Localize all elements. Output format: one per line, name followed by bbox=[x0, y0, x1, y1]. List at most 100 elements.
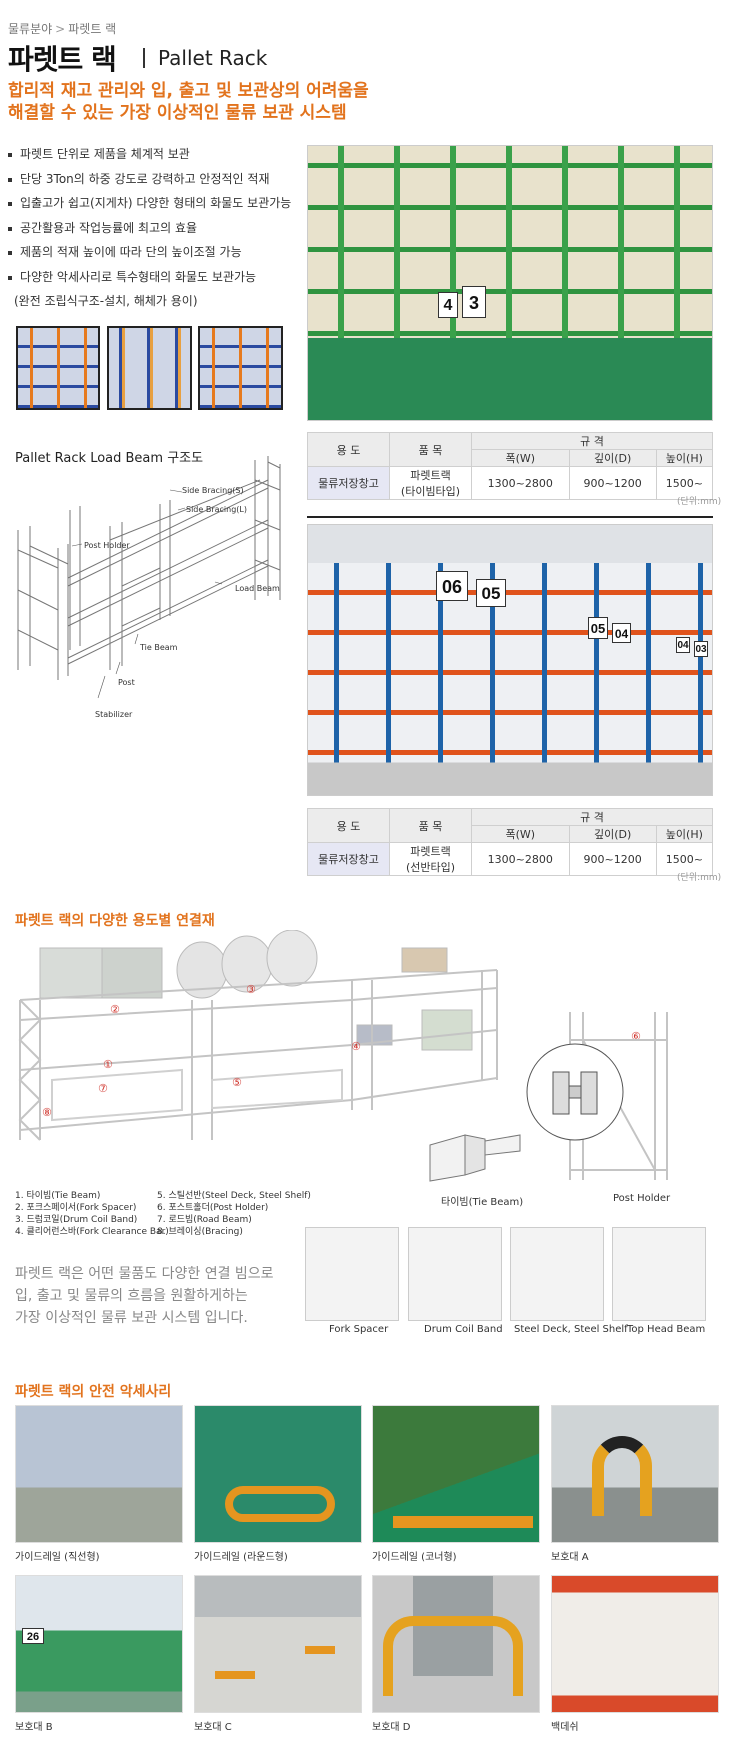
title-divider bbox=[143, 48, 145, 68]
guide-rail-straight-photo bbox=[15, 1405, 183, 1543]
accessory-caption: Fork Spacer bbox=[329, 1324, 389, 1335]
rack-sign: 4 bbox=[438, 292, 458, 318]
connector-legend-left: 1. 타이빔(Tie Beam) 2. 포크스페이서(Fork Spacer) … bbox=[15, 1190, 169, 1238]
rack-sign: 05 bbox=[476, 579, 506, 607]
cell-use: 물류저장창고 bbox=[307, 466, 390, 500]
legend-item: 6. 포스트홀더(Post Holder) bbox=[157, 1203, 269, 1213]
guide-rail-round-photo bbox=[194, 1405, 362, 1543]
feature-item: 공간활용과 작업능률에 최고의 효율 bbox=[8, 216, 303, 241]
accessory-drum-coil-band-image bbox=[408, 1227, 502, 1321]
col-height: 높이(H) bbox=[655, 825, 714, 843]
tie-beam-caption: 타이빔(Tie Beam) bbox=[441, 1197, 524, 1208]
col-spec: 규 격 bbox=[471, 808, 713, 826]
feature-note: (완전 조립식구조-설치, 해체가 용이) bbox=[14, 294, 198, 308]
connector-number: ⑥ bbox=[631, 1030, 641, 1043]
guard-c-photo bbox=[194, 1575, 362, 1713]
structure-diagram-title: Pallet Rack Load Beam 구조도 bbox=[15, 451, 204, 466]
unit-label: (단위:mm) bbox=[677, 497, 722, 507]
rack-sign: 06 bbox=[436, 571, 468, 601]
cell-item: 파렛트랙 (타이빔타입) bbox=[389, 466, 472, 500]
guard-a-photo bbox=[551, 1405, 719, 1543]
safety-caption: 백데쉬 bbox=[551, 1722, 579, 1733]
connector-number: ③ bbox=[246, 983, 256, 996]
col-width: 폭(W) bbox=[471, 449, 570, 467]
breadcrumb-separator: > bbox=[55, 22, 66, 36]
breadcrumb-item-pallet-rack[interactable]: 파렛트 랙 bbox=[68, 22, 117, 36]
connector-number: ① bbox=[103, 1058, 113, 1071]
label-load-beam: Load Beam bbox=[235, 584, 280, 593]
connector-number: ⑦ bbox=[98, 1082, 108, 1095]
post-holder-caption: Post Holder bbox=[613, 1193, 671, 1204]
warehouse-thumbnail-3 bbox=[198, 326, 283, 410]
warehouse-thumbnail-1 bbox=[16, 326, 100, 410]
accessory-steel-deck-image bbox=[510, 1227, 604, 1321]
description-line: 파렛트 랙은 어떤 물품도 다양한 연결 빔으로 bbox=[15, 1266, 274, 1282]
feature-item: 제품의 적재 높이에 따라 단의 높이조절 가능 bbox=[8, 240, 303, 265]
rack-sign: 04 bbox=[676, 637, 690, 653]
feature-item: 단당 3Ton의 하중 강도로 강력하고 안정적인 적재 bbox=[8, 167, 303, 192]
safety-caption: 가이드레일 (라운드형) bbox=[194, 1552, 288, 1563]
label-side-bracing-l: Side Bracing(L) bbox=[186, 505, 247, 514]
headline-line-2: 해결할 수 있는 가장 이상적인 물류 보관 시스템 bbox=[8, 103, 347, 123]
post-holder-diagram bbox=[526, 1012, 668, 1180]
feature-item: 입출고가 쉽고(지게차) 다양한 형태의 화물도 보관가능 bbox=[8, 191, 303, 216]
col-use: 용 도 bbox=[307, 432, 390, 467]
headline: 합리적 재고 관리와 입, 출고 및 보관상의 어려움을 해결할 수 있는 가장… bbox=[8, 80, 369, 124]
guard-shape bbox=[383, 1616, 523, 1696]
accessory-fork-spacer-image bbox=[305, 1227, 399, 1321]
connectors-section-title: 파렛트 랙의 다양한 용도별 연결재 bbox=[15, 913, 215, 929]
load-beam-structure-diagram bbox=[17, 456, 281, 699]
unit-label: (단위:mm) bbox=[677, 873, 722, 883]
cell-item-line-1: 파렛트랙 bbox=[410, 845, 451, 858]
col-item: 품 목 bbox=[389, 808, 472, 843]
feature-item: 다양한 악세사리로 특수형태의 화물도 보관가능 bbox=[8, 265, 303, 290]
accessory-caption: Drum Coil Band bbox=[424, 1324, 503, 1335]
col-use: 용 도 bbox=[307, 808, 390, 843]
safety-caption: 가이드레일 (코너형) bbox=[372, 1552, 457, 1563]
cell-height: 1500~ bbox=[655, 842, 714, 876]
headline-line-1: 합리적 재고 관리와 입, 출고 및 보관상의 어려움을 bbox=[8, 81, 369, 101]
guide-rail-shape bbox=[393, 1516, 533, 1528]
feature-item: 파렛트 단위로 제품을 체계적 보관 bbox=[8, 142, 303, 167]
accessory-caption: Steel Deck, Steel Shelf bbox=[514, 1324, 628, 1335]
col-item: 품 목 bbox=[389, 432, 472, 467]
connector-description: 파렛트 랙은 어떤 물품도 다양한 연결 빔으로 입, 출고 및 물류의 흐름을… bbox=[15, 1263, 274, 1329]
cell-item-line-1: 파렛트랙 bbox=[410, 469, 451, 482]
breadcrumb-item-logistics[interactable]: 물류분야 bbox=[8, 22, 53, 36]
legend-item: 8. 브레이싱(Bracing) bbox=[157, 1227, 243, 1237]
back-dash-photo bbox=[551, 1575, 719, 1713]
cell-width: 1300~2800 bbox=[471, 842, 570, 876]
connector-number: ④ bbox=[351, 1040, 361, 1053]
connector-number: ⑧ bbox=[42, 1106, 52, 1119]
guide-rail-corner-photo bbox=[372, 1405, 540, 1543]
breadcrumb: 물류분야>파렛트 랙 bbox=[8, 20, 116, 37]
cell-item-line-2: (타이빔타입) bbox=[400, 485, 461, 498]
safety-section-title: 파렛트 랙의 안전 악세사리 bbox=[15, 1384, 172, 1400]
cell-depth: 900~1200 bbox=[568, 466, 657, 500]
legend-item: 1. 타이빔(Tie Beam) bbox=[15, 1191, 101, 1201]
legend-item: 4. 클리어런스바(Fork Clearance Bar) bbox=[15, 1227, 169, 1237]
guard-shape bbox=[413, 1576, 493, 1676]
guard-b-photo: 26 bbox=[15, 1575, 183, 1713]
rack-sign: 03 bbox=[694, 641, 708, 657]
rack-sign: 26 bbox=[22, 1628, 44, 1644]
connector-rack-diagram bbox=[18, 930, 498, 1141]
cell-height: 1500~ bbox=[655, 466, 714, 500]
tie-beam-diagram bbox=[429, 1134, 521, 1182]
rack-sign: 3 bbox=[462, 286, 486, 318]
connector-number: ② bbox=[110, 1003, 120, 1016]
col-height: 높이(H) bbox=[655, 449, 714, 467]
page-title: 파렛트 랙 bbox=[8, 43, 117, 76]
col-width: 폭(W) bbox=[471, 825, 570, 843]
cell-use: 물류저장창고 bbox=[307, 842, 390, 876]
description-line: 가장 이상적인 물류 보관 시스템 입니다. bbox=[15, 1310, 248, 1326]
accessory-top-head-beam-image bbox=[612, 1227, 706, 1321]
guide-rail-shape bbox=[225, 1486, 335, 1522]
description-line: 입, 출고 및 물류의 흐름을 원활하게하는 bbox=[15, 1288, 248, 1304]
safety-caption: 보호대 A bbox=[551, 1552, 589, 1563]
safety-caption: 보호대 C bbox=[194, 1722, 232, 1733]
label-stabilizer: Stabilizer bbox=[95, 710, 133, 719]
guard-shape bbox=[305, 1646, 335, 1654]
spec-table-shelf: 용 도 품 목 규 격 폭(W) 깊이(D) 높이(H) 물류저장창고 파렛트랙… bbox=[307, 808, 714, 876]
label-tie-beam: Tie Beam bbox=[140, 643, 178, 652]
